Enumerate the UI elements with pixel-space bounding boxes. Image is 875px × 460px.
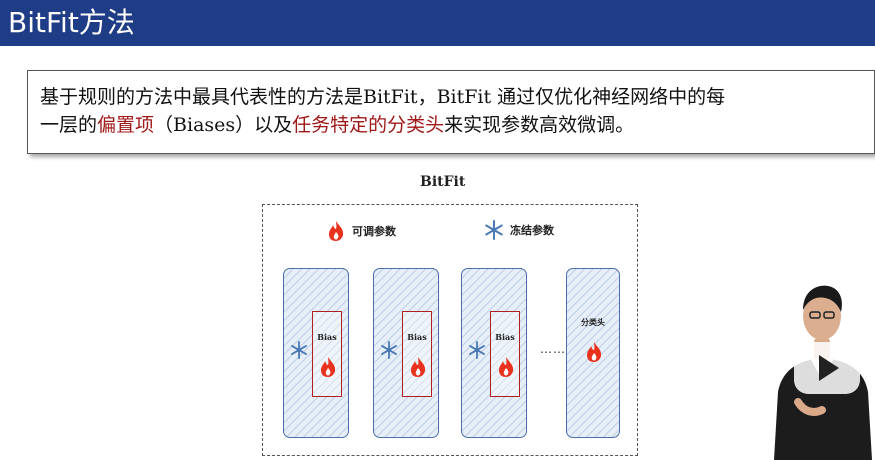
bias-box: Bias [402, 311, 432, 397]
snowflake-icon [485, 220, 503, 240]
title-bar: BitFit方法 [0, 0, 875, 46]
highlight-bias: 偏置项 [97, 114, 155, 136]
presenter-video[interactable] [770, 282, 875, 460]
snowflake-icon [469, 341, 485, 359]
bias-label: Bias [495, 332, 515, 342]
figure-title: BitFit [420, 174, 466, 190]
legend-trainable-label: 可调参数 [352, 225, 396, 238]
slide-title: BitFit方法 [8, 6, 135, 39]
bias-label: Bias [407, 332, 427, 342]
layer-column-3: Bias [461, 268, 527, 438]
classification-head-column: 分类头 [566, 268, 620, 438]
legend-trainable: 可调参数 [326, 220, 396, 242]
fire-icon [411, 357, 426, 377]
snowflake-icon [381, 341, 397, 359]
description-box: 基于规则的方法中最具代表性的方法是BitFit，BitFit 通过仅优化神经网络… [27, 70, 875, 154]
fire-icon [329, 221, 344, 241]
figure-frame [262, 204, 638, 456]
bias-label: Bias [317, 332, 337, 342]
fire-icon [499, 357, 514, 377]
highlight-head: 任务特定的分类头 [292, 114, 445, 136]
ellipsis: …… [540, 342, 566, 356]
bias-box: Bias [490, 311, 520, 397]
fire-icon [587, 342, 602, 362]
layer-column-2: Bias [373, 268, 439, 438]
bias-box: Bias [312, 311, 342, 397]
classification-head-label: 分类头 [581, 318, 605, 327]
description-text: （Biases）以及 [154, 114, 293, 136]
description-line-1: 基于规则的方法中最具代表性的方法是BitFit，BitFit 通过仅优化神经网络… [40, 86, 726, 108]
snowflake-icon [291, 341, 307, 359]
legend-frozen: 冻结参数 [484, 220, 554, 240]
description-text: 一层的 [40, 114, 98, 136]
layer-column-1: Bias [283, 268, 349, 438]
legend-frozen-label: 冻结参数 [510, 224, 554, 237]
fire-icon [321, 357, 336, 377]
description-text: 来实现参数高效微调。 [444, 114, 635, 136]
description-line-2: 一层的偏置项（Biases）以及任务特定的分类头来实现参数高效微调。 [40, 111, 862, 139]
